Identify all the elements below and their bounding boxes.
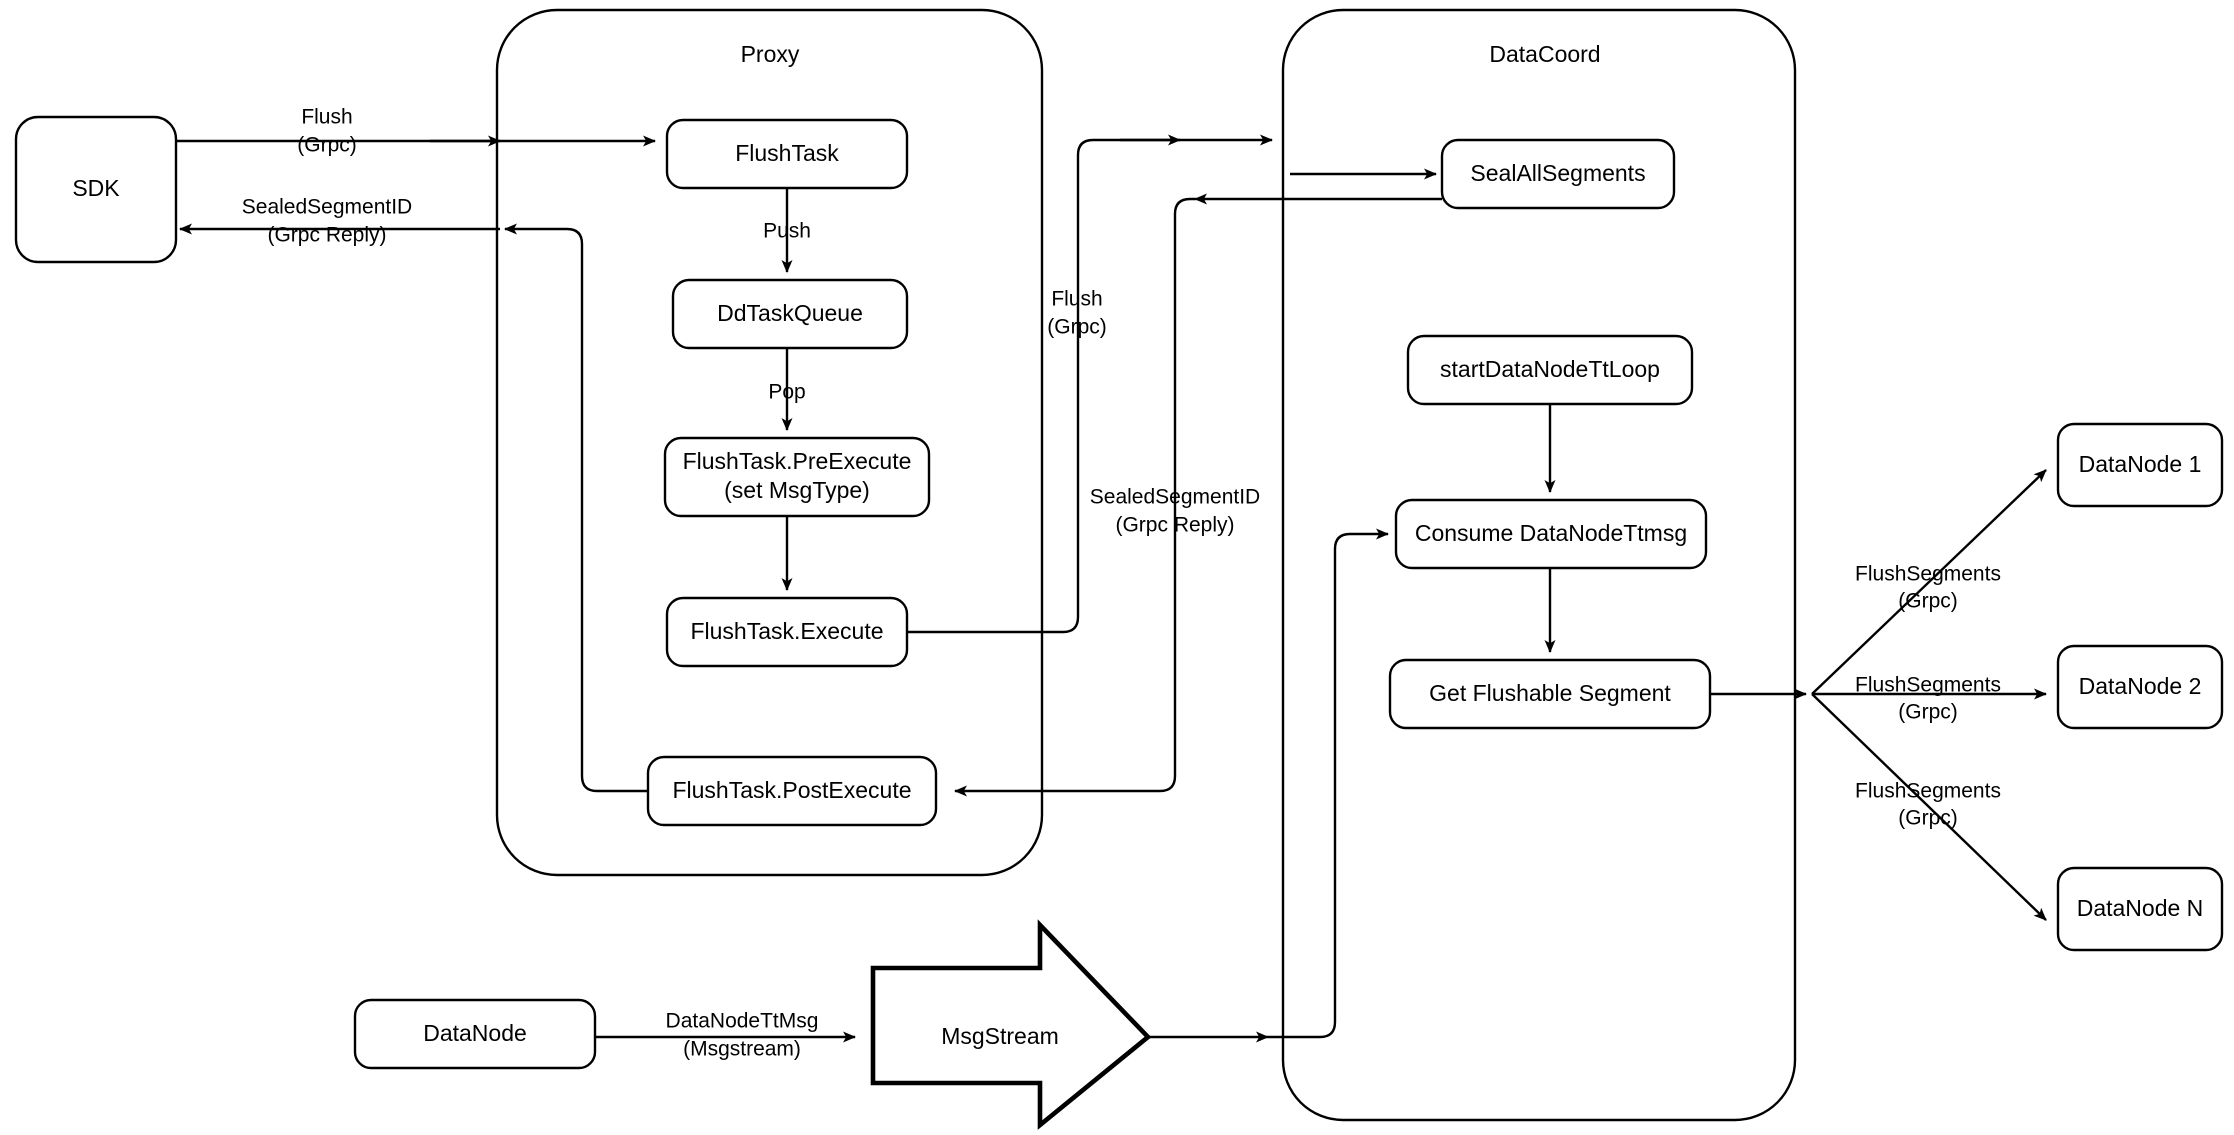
- node-datanode-1[interactable]: DataNode 1: [2056, 422, 2224, 508]
- edge-label-sealedsegmentid-datacoord: SealedSegmentID (Grpc Reply): [1090, 486, 1260, 537]
- getflushable-box[interactable]: [1388, 658, 1712, 730]
- datacoord-title: DataCoord: [1489, 41, 1600, 67]
- edge-postexecute-to-sdk: [504, 223, 648, 793]
- sdk-box[interactable]: [14, 115, 178, 264]
- edge-junction-to-datanode1: [1811, 469, 2047, 695]
- datanoden-box[interactable]: [2056, 866, 2224, 952]
- edge-junction-to-datanoden: [1811, 693, 2047, 921]
- flushtask-label: FlushTask: [735, 140, 839, 166]
- sdk-label: SDK: [72, 175, 120, 201]
- node-get-flushable-segment[interactable]: Get Flushable Segment: [1388, 658, 1712, 730]
- datanode1-label: DataNode 1: [2079, 451, 2202, 477]
- datanode1-box[interactable]: [2056, 422, 2224, 508]
- startttloop-box[interactable]: [1406, 334, 1694, 406]
- node-datanode-n[interactable]: DataNode N: [2056, 866, 2224, 952]
- execute-label: FlushTask.Execute: [690, 618, 883, 644]
- edge-label-flushsegments-2: FlushSegments (Grpc): [1855, 674, 2001, 724]
- preexecute-label: FlushTask.PreExecute: [683, 448, 912, 474]
- node-consume-datanodettmsg[interactable]: Consume DataNodeTtmsg: [1394, 498, 1708, 570]
- edge-label-flush-dc-line2: (Grpc): [1047, 316, 1107, 339]
- edge-label-fs2-line2: (Grpc): [1898, 701, 1958, 724]
- ddtaskqueue-box[interactable]: [671, 278, 909, 350]
- consumettmsg-label: Consume DataNodeTtmsg: [1415, 520, 1687, 546]
- edge-label-push-text: Push: [763, 220, 811, 243]
- node-sealallsegments[interactable]: SealAllSegments: [1440, 138, 1676, 210]
- node-flushtask[interactable]: FlushTask: [665, 118, 909, 190]
- edge-label-push: Push: [763, 220, 811, 243]
- postexecute-label: FlushTask.PostExecute: [672, 777, 911, 803]
- node-datanode-source[interactable]: DataNode: [353, 998, 597, 1070]
- msgstream-block-arrow[interactable]: [870, 919, 1152, 1130]
- datanode-source-label: DataNode: [423, 1020, 527, 1046]
- sealallsegments-label: SealAllSegments: [1470, 160, 1645, 186]
- edge-label-fs1-line2: (Grpc): [1898, 590, 1958, 613]
- node-ddtaskqueue[interactable]: DdTaskQueue: [671, 278, 909, 350]
- edge-ttmsg-to-consume: [1268, 528, 1389, 1039]
- node-postexecute[interactable]: FlushTask.PostExecute: [646, 755, 938, 827]
- edge-label-flushsegments-1: FlushSegments (Grpc): [1855, 563, 2001, 613]
- edge-label-pop: Pop: [768, 381, 805, 404]
- startttloop-label: startDataNodeTtLoop: [1440, 356, 1660, 382]
- edge-label-fsn-line1: FlushSegments: [1855, 780, 2001, 803]
- preexecute-label-2: (set MsgType): [724, 477, 870, 503]
- postexecute-box[interactable]: [646, 755, 938, 827]
- msgstream-label: MsgStream: [941, 1023, 1059, 1049]
- node-startdatanodettloop[interactable]: startDataNodeTtLoop: [1406, 334, 1694, 406]
- datanode2-label: DataNode 2: [2079, 673, 2202, 699]
- node-sdk[interactable]: SDK: [14, 115, 178, 264]
- edge-label-flush-line1: Flush: [301, 106, 352, 129]
- datanoden-label: DataNode N: [2077, 895, 2204, 921]
- edge-label-fsn-line2: (Grpc): [1898, 807, 1958, 830]
- sealallsegments-box[interactable]: [1440, 138, 1676, 210]
- edge-label-flush-grpc-sdk: Flush (Grpc): [297, 106, 357, 157]
- edge-datacoord-reply-to-postexecute: [954, 197, 1195, 797]
- datanode-source-box[interactable]: [353, 998, 597, 1070]
- ddtaskqueue-label: DdTaskQueue: [717, 300, 863, 326]
- node-datanode-2[interactable]: DataNode 2: [2056, 644, 2224, 730]
- edge-label-sealedid-line1: SealedSegmentID: [242, 196, 412, 219]
- edge-label-fs2-line1: FlushSegments: [1855, 674, 2001, 697]
- edge-label-flush-dc-line1: Flush: [1051, 288, 1102, 311]
- edge-label-flushsegments-n: FlushSegments (Grpc): [1855, 780, 2001, 830]
- getflushable-label: Get Flushable Segment: [1429, 680, 1671, 706]
- node-msgstream[interactable]: MsgStream: [870, 919, 1152, 1130]
- datanode2-box[interactable]: [2056, 644, 2224, 730]
- edge-execute-to-datacoord: [907, 134, 1181, 634]
- edge-label-ttmsg-line1: DataNodeTtMsg: [666, 1010, 819, 1033]
- edge-label-ttmsg-line2: (Msgstream): [683, 1038, 801, 1061]
- flushtask-box[interactable]: [665, 118, 909, 190]
- proxy-title: Proxy: [741, 41, 800, 67]
- consumettmsg-box[interactable]: [1394, 498, 1708, 570]
- edge-label-flush-line2: (Grpc): [297, 134, 357, 157]
- node-preexecute[interactable]: FlushTask.PreExecute (set MsgType): [663, 436, 931, 518]
- execute-box[interactable]: [665, 596, 909, 668]
- edge-label-sealedid-dc-line1: SealedSegmentID: [1090, 486, 1260, 509]
- edge-label-sealedid-line2: (Grpc Reply): [267, 224, 386, 247]
- node-execute[interactable]: FlushTask.Execute: [665, 596, 909, 668]
- edge-label-sealedid-dc-line2: (Grpc Reply): [1115, 514, 1234, 537]
- preexecute-box[interactable]: [663, 436, 931, 518]
- edge-label-datanodettmsg: DataNodeTtMsg (Msgstream): [666, 1010, 819, 1061]
- edge-label-sealedsegmentid-sdk: SealedSegmentID (Grpc Reply): [242, 196, 412, 247]
- edge-label-pop-text: Pop: [768, 381, 805, 404]
- edge-label-fs1-line1: FlushSegments: [1855, 563, 2001, 586]
- edge-label-flush-grpc-datacoord: Flush (Grpc): [1047, 288, 1107, 339]
